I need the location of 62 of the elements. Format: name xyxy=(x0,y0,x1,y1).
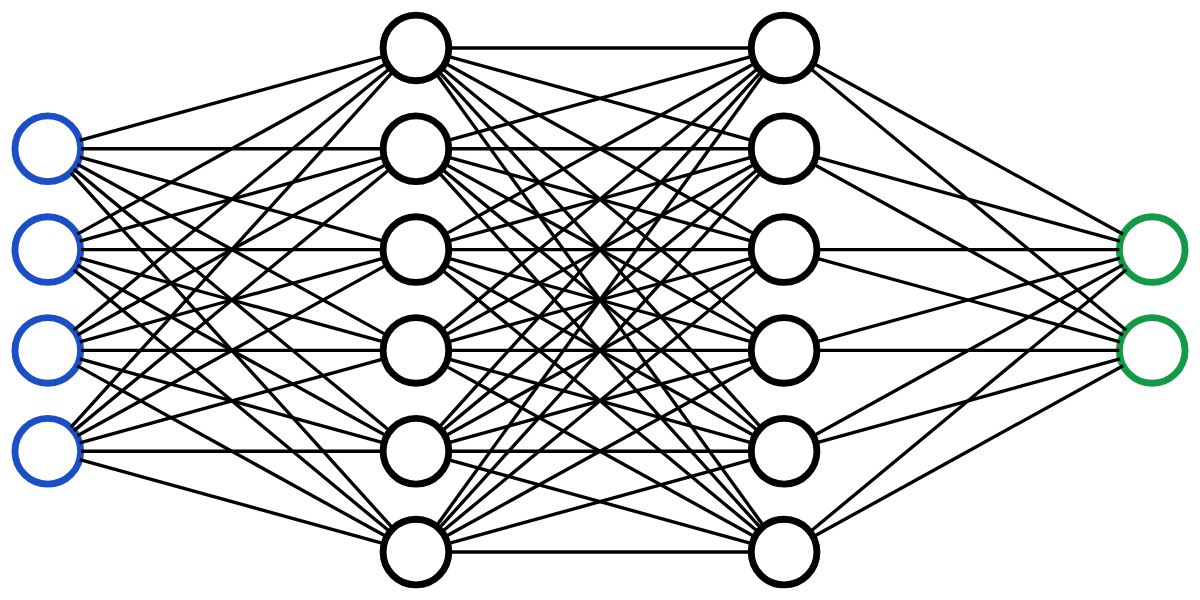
connector xyxy=(815,256,1121,344)
node-circle xyxy=(11,213,85,286)
connector xyxy=(817,348,1120,353)
connector xyxy=(444,263,756,438)
connector xyxy=(440,268,760,534)
node-circle xyxy=(11,112,85,186)
node-circle xyxy=(747,112,821,186)
connector xyxy=(440,167,760,433)
connector xyxy=(72,167,392,433)
connector xyxy=(79,458,385,546)
connector xyxy=(79,155,385,243)
connector xyxy=(81,348,383,353)
connector xyxy=(447,357,753,445)
connector xyxy=(815,155,1121,243)
connector xyxy=(812,162,1124,337)
connector xyxy=(76,162,388,337)
node-circle xyxy=(747,515,821,589)
connector xyxy=(812,263,1124,438)
connector xyxy=(447,155,753,243)
node-circle xyxy=(747,11,821,85)
node-circle xyxy=(747,414,821,488)
connector xyxy=(444,162,756,337)
connector xyxy=(817,247,1120,252)
connector xyxy=(81,449,383,453)
connector xyxy=(72,268,392,534)
node-circle xyxy=(1115,314,1189,387)
connector xyxy=(447,54,753,142)
node-circle xyxy=(1115,213,1189,286)
node-circle xyxy=(379,314,453,387)
connector xyxy=(809,268,1128,534)
connector xyxy=(447,256,753,344)
node-circle xyxy=(379,414,453,488)
connector xyxy=(76,263,388,438)
node-circle xyxy=(379,515,453,589)
connector xyxy=(76,61,388,236)
connector xyxy=(815,357,1121,445)
connector xyxy=(809,66,1128,332)
connector xyxy=(69,70,394,429)
connector xyxy=(812,61,1124,236)
node-circle xyxy=(747,213,821,286)
connector xyxy=(81,247,383,252)
node-circle xyxy=(379,112,453,186)
node-circle xyxy=(379,11,453,85)
connector xyxy=(437,171,763,530)
connector xyxy=(440,66,760,332)
connector xyxy=(72,66,392,332)
connector xyxy=(76,364,388,539)
node-circle xyxy=(11,314,85,387)
connector xyxy=(79,256,385,344)
node-circle xyxy=(379,213,453,286)
node-circle xyxy=(11,414,85,488)
connector xyxy=(437,70,763,429)
connector xyxy=(435,73,765,527)
connector xyxy=(444,364,756,539)
connector xyxy=(812,364,1124,539)
connector xyxy=(444,61,756,236)
connector xyxy=(69,171,394,530)
connector xyxy=(79,54,385,142)
connector xyxy=(79,357,385,445)
connector xyxy=(81,147,383,151)
connector xyxy=(447,458,753,546)
node-circle xyxy=(747,314,821,387)
